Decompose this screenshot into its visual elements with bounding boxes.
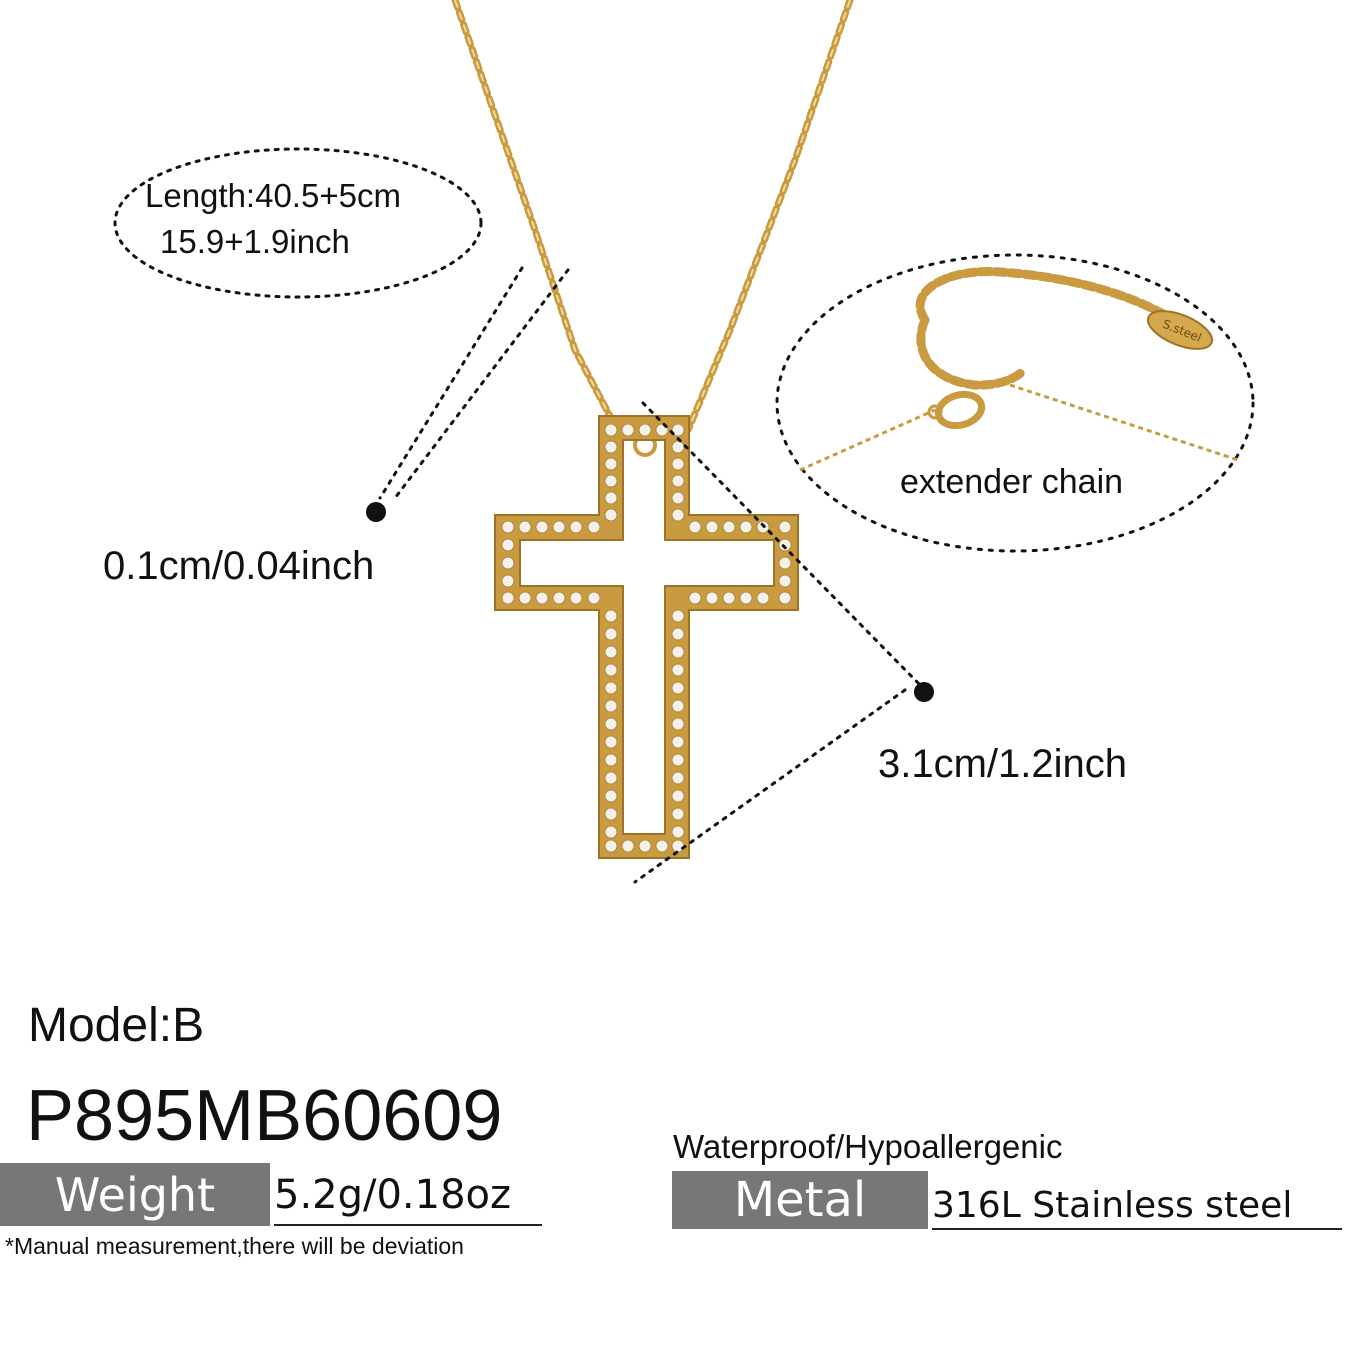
- height-label: 3.1cm/1.2inch: [878, 742, 1128, 786]
- features-label: Waterproof/Hypoallergenic: [673, 1128, 1063, 1165]
- weight-badge: Weight: [0, 1163, 270, 1226]
- extender-callout-ellipse: [775, 253, 1255, 553]
- cross-pendant-icon: [494, 415, 799, 859]
- thickness-marker-dot: [366, 502, 386, 522]
- height-marker-dot: [914, 682, 934, 702]
- weight-value: 5.2g/0.18oz: [274, 1166, 542, 1226]
- length-callout-ellipse: [113, 147, 483, 299]
- lobster-clasp-icon: [927, 390, 986, 430]
- chain-icon: [451, 0, 854, 457]
- measurement-note: *Manual measurement,there will be deviat…: [5, 1233, 464, 1259]
- metal-badge: Metal: [672, 1171, 928, 1229]
- extender-chain-label: extender chain: [900, 463, 1124, 501]
- extender-chain-icon: S.steel: [799, 267, 1239, 472]
- thickness-label: 0.1cm/0.04inch: [103, 544, 375, 588]
- length-cm-label: Length:40.5+5cm: [145, 177, 401, 214]
- model-label: Model:B: [28, 999, 205, 1052]
- dimension-lines: [378, 266, 925, 884]
- sku-label: P895MB60609: [26, 1076, 503, 1156]
- metal-value: 316L Stainless steel: [932, 1178, 1342, 1230]
- length-inch-label: 15.9+1.9inch: [160, 223, 350, 260]
